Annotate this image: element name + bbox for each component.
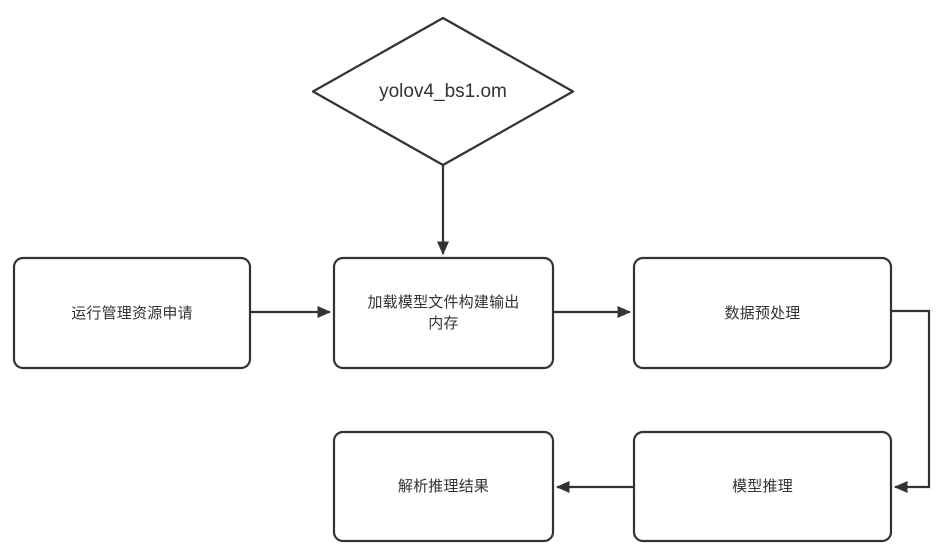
node-model-file-shape[interactable] bbox=[311, 16, 575, 167]
node-preprocess-shape[interactable] bbox=[632, 256, 893, 370]
node-resource-apply-shape[interactable] bbox=[12, 256, 252, 370]
node-parse-result-shape[interactable] bbox=[332, 430, 555, 543]
edge-preprocess-to-inference bbox=[891, 309, 931, 494]
node-inference-shape[interactable] bbox=[632, 430, 893, 543]
node-load-model-shape[interactable] bbox=[332, 256, 555, 370]
